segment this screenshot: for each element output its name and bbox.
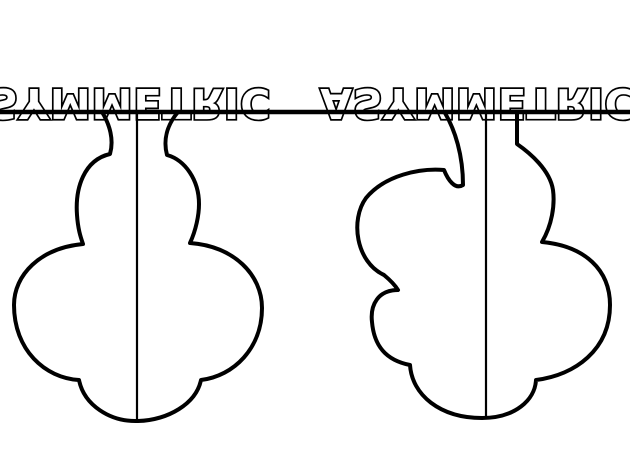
asymmetric-label: ASYMMETRIC — [320, 79, 630, 127]
symmetric-shape — [12, 110, 264, 424]
symmetric-label: SYMMETRIC — [0, 79, 271, 127]
symmetric-shape-outline — [12, 110, 264, 424]
asymmetric-shape-outline — [355, 111, 612, 420]
asymmetric-shape — [355, 111, 612, 420]
